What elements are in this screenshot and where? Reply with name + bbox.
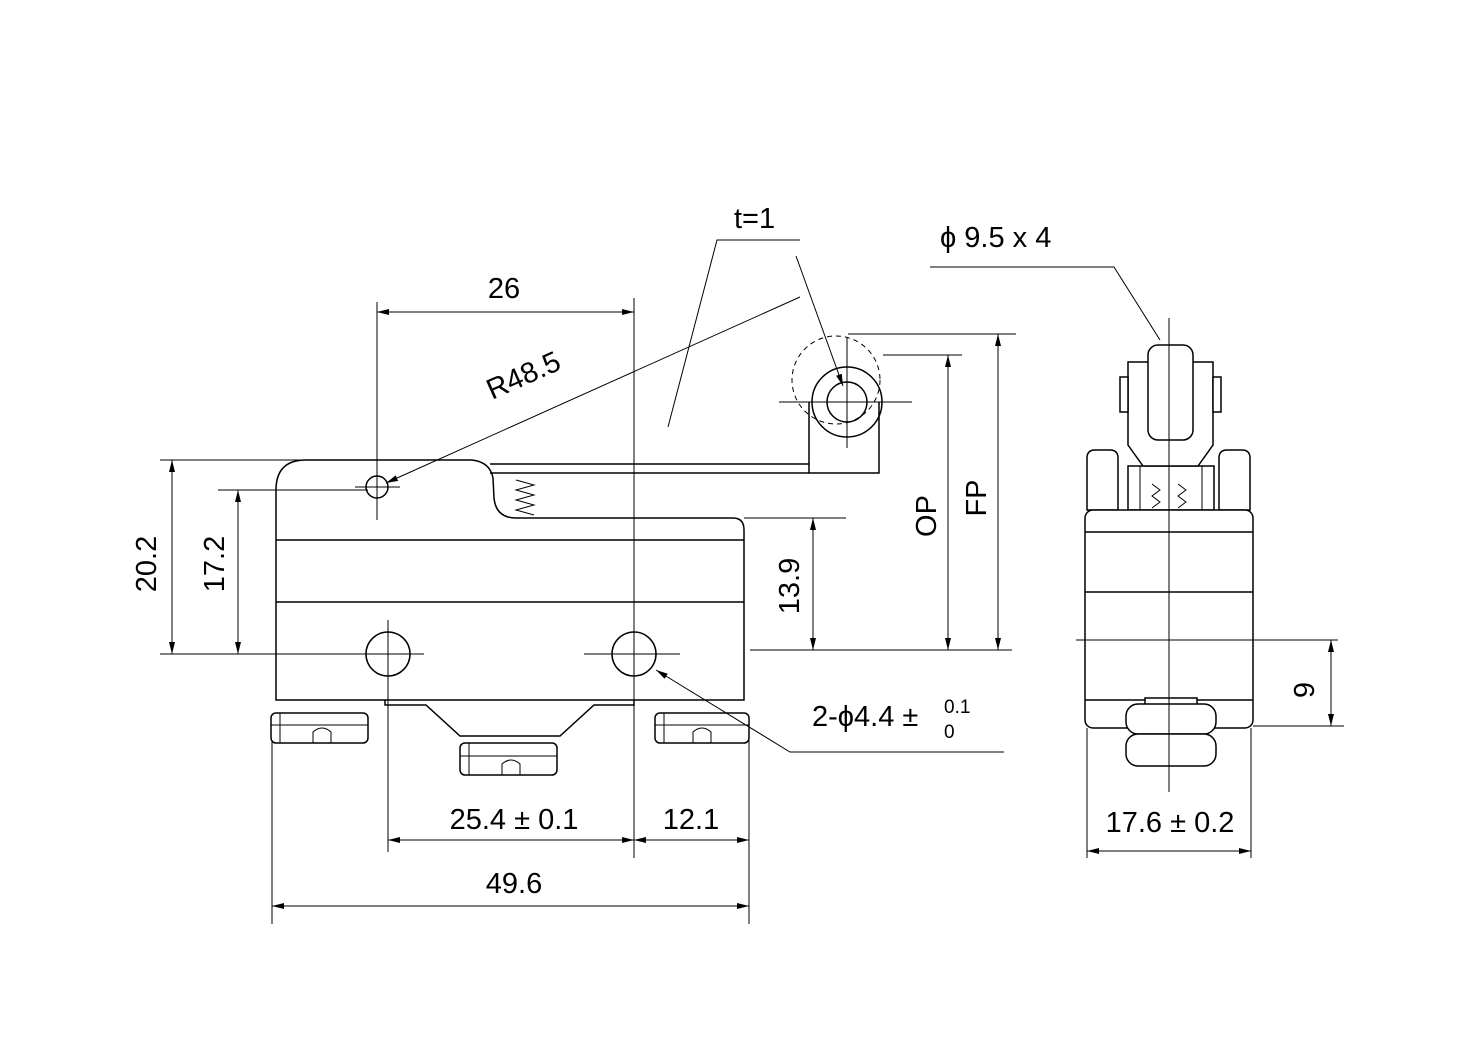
side-tab-left xyxy=(1086,449,1119,511)
axle-right xyxy=(1212,376,1222,413)
label-holes: 2-ϕ4.4 ± xyxy=(812,701,918,733)
terminal-right xyxy=(654,712,750,744)
label-holes-tol-lower: 0 xyxy=(944,722,955,743)
side-terminal-1 xyxy=(1125,703,1217,735)
label-12-1: 12.1 xyxy=(663,804,719,836)
roller-side xyxy=(1147,344,1194,441)
label-17-6: 17.6 ± 0.2 xyxy=(1106,807,1235,839)
roller-bracket xyxy=(808,402,880,474)
label-radius: R48.5 xyxy=(482,346,566,407)
side-spring xyxy=(1151,483,1187,509)
side-view-dimensions xyxy=(930,266,1344,858)
label-25-4: 25.4 ± 0.1 xyxy=(450,804,579,836)
radius-leader xyxy=(385,296,801,484)
body-bottom-step xyxy=(384,700,635,737)
roller-travel-outline xyxy=(791,335,881,425)
thickness-leader-2 xyxy=(795,255,844,387)
label-26: 26 xyxy=(488,273,520,305)
label-9: 9 xyxy=(1289,682,1321,698)
label-49-6: 49.6 xyxy=(486,868,542,900)
terminal-left xyxy=(270,712,369,744)
label-20-2: 20.2 xyxy=(131,536,163,592)
holes-leader xyxy=(655,669,1004,753)
label-thickness: t=1 xyxy=(734,203,775,235)
label-roller: ϕ 9.5 x 4 xyxy=(940,222,1051,254)
front-view xyxy=(270,335,912,776)
axle-left xyxy=(1119,376,1129,413)
spring xyxy=(514,479,536,516)
switch-body xyxy=(275,459,745,701)
labels: t=1 ϕ 9.5 x 4 26 R48.5 20.2 17.2 13.9 OP… xyxy=(131,203,1321,900)
side-terminal-2 xyxy=(1125,733,1217,767)
side-tab-right xyxy=(1218,449,1251,511)
label-fp: FP xyxy=(961,479,993,516)
label-op: OP xyxy=(911,495,943,537)
label-13-9: 13.9 xyxy=(774,558,806,614)
label-holes-tol-upper: 0.1 xyxy=(944,697,970,718)
actuator-neck xyxy=(1127,465,1215,511)
front-view-dimensions xyxy=(160,239,1016,924)
roller-leader xyxy=(930,266,1161,341)
side-view xyxy=(1076,318,1338,792)
terminal-center xyxy=(459,742,558,776)
thickness-leader xyxy=(667,239,800,428)
label-17-2: 17.2 xyxy=(199,536,231,592)
